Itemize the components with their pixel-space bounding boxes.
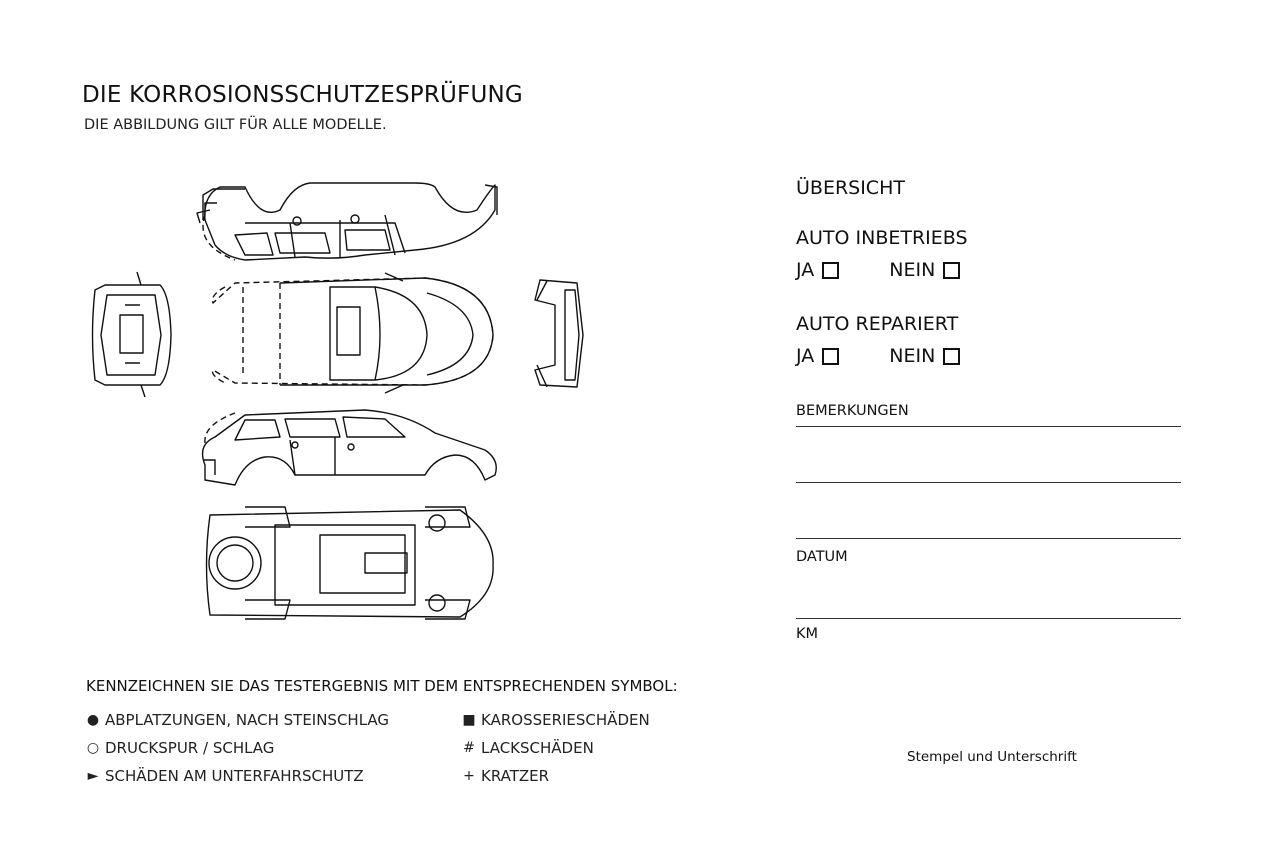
car-underbody-view [205, 506, 494, 620]
legend-heading: KENNZEICHNEN SIE DAS TESTERGEBNIS MIT DE… [86, 677, 678, 695]
car-left-side-view [196, 182, 498, 261]
overview-heading: ÜBERSICHT [796, 177, 905, 199]
open-circle-icon: ○ [86, 740, 100, 756]
legend-item-label: DRUCKSPUR / SCHLAG [105, 739, 275, 757]
hash-icon: # [463, 740, 475, 756]
remarks-line-2[interactable] [796, 482, 1181, 483]
legend-item-label: LACKSCHÄDEN [481, 739, 594, 757]
car-front-view [91, 271, 172, 398]
remarks-line-3[interactable] [796, 538, 1181, 539]
no-label: NEIN [889, 345, 936, 367]
legend-item-dent: ○ DRUCKSPUR / SCHLAG [86, 739, 275, 757]
car-top-view [211, 272, 494, 394]
remarks-label: BEMERKUNGEN [796, 403, 909, 419]
legend-item-body-damage: ■ KAROSSERIESCHÄDEN [462, 711, 650, 729]
stamp-signature-label: Stempel und Unterschrift [907, 749, 1077, 765]
repaired-yes-checkbox[interactable] [822, 347, 840, 365]
repaired-label: AUTO REPARIERT [796, 313, 959, 335]
in-operation-options: JA NEIN [796, 259, 961, 281]
date-line[interactable] [796, 618, 1181, 619]
date-label: DATUM [796, 549, 848, 565]
no-label: NEIN [889, 259, 936, 281]
legend-item-chipping: ● ABPLATZUNGEN, NACH STEINSCHLAG [86, 711, 389, 729]
page-subtitle: DIE ABBILDUNG GILT FÜR ALLE MODELLE. [84, 117, 387, 133]
legend-item-scratch: + KRATZER [462, 767, 549, 785]
legend-item-label: ABPLATZUNGEN, NACH STEINSCHLAG [105, 711, 390, 729]
page-title: DIE KORROSIONSSCHUTZESPRÜFUNG [82, 82, 523, 108]
yes-label: JA [796, 259, 815, 281]
remarks-line-1[interactable] [796, 426, 1181, 427]
filled-square-icon: ■ [462, 712, 476, 728]
km-label: KM [796, 626, 819, 642]
legend-item-label: KRATZER [481, 767, 550, 785]
repaired-no-checkbox[interactable] [943, 347, 961, 365]
vehicle-diagram [91, 182, 584, 620]
plus-icon: + [463, 768, 475, 784]
filled-circle-icon: ● [86, 712, 100, 728]
legend-item-label: SCHÄDEN AM UNTERFAHRSCHUTZ [105, 767, 364, 785]
in-operation-yes-checkbox[interactable] [822, 261, 840, 279]
legend-item-underbody: ► SCHÄDEN AM UNTERFAHRSCHUTZ [86, 767, 364, 785]
repaired-options: JA NEIN [796, 345, 961, 367]
triangle-right-icon: ► [87, 768, 99, 784]
in-operation-label: AUTO INBETRIEBS [796, 227, 968, 249]
legend-item-paint-damage: # LACKSCHÄDEN [462, 739, 594, 757]
legend-item-label: KAROSSERIESCHÄDEN [481, 711, 650, 729]
in-operation-no-checkbox[interactable] [943, 261, 961, 279]
car-rear-view [534, 279, 584, 388]
car-right-side-view [201, 409, 497, 486]
yes-label: JA [796, 345, 815, 367]
